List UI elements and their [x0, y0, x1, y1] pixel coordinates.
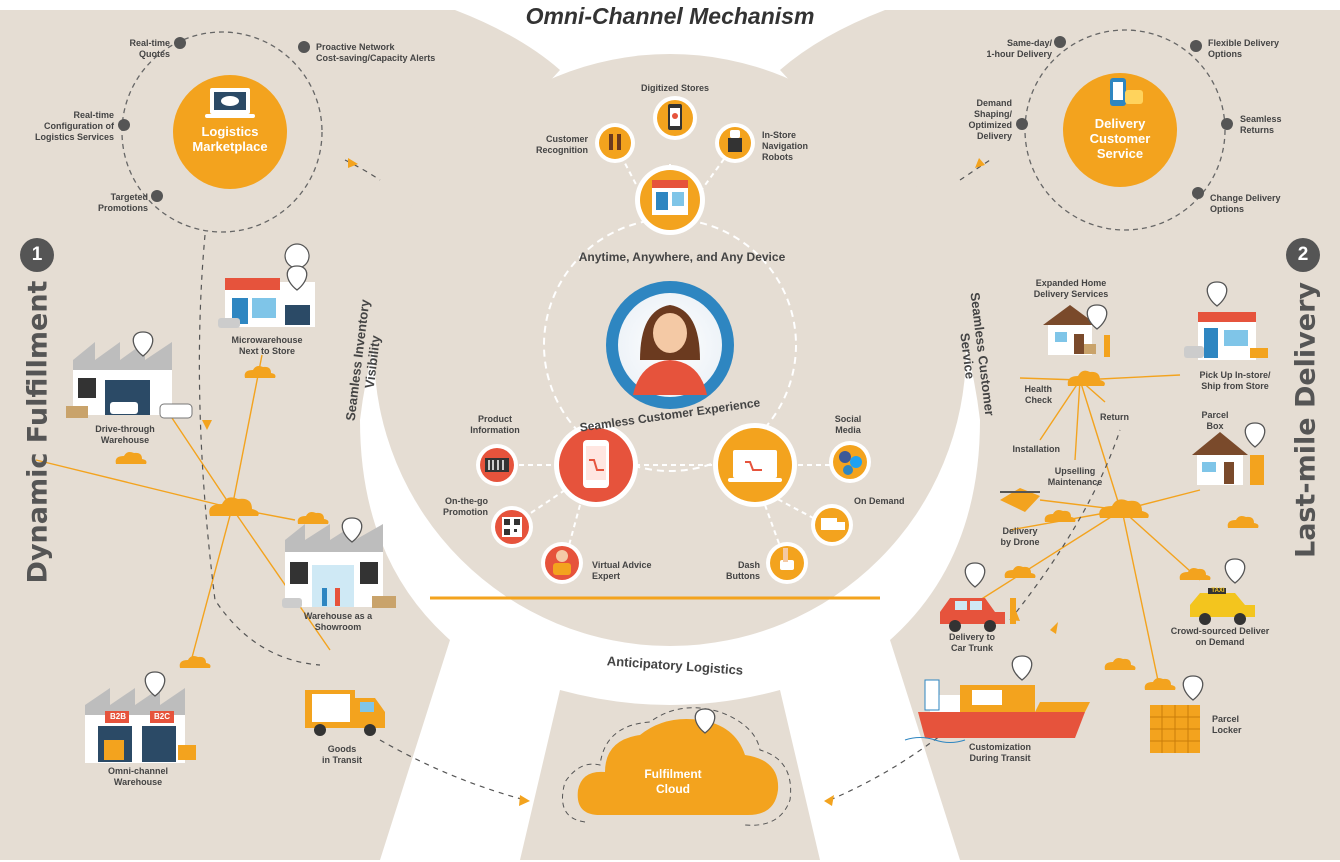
customization-transit-label: Customization During Transit: [969, 742, 1031, 763]
ship-illustration: [904, 679, 1090, 743]
dash-buttons-label: Dash Buttons: [726, 560, 760, 581]
on-demand-label: On Demand: [854, 496, 905, 506]
anytime-anywhere-text: Anytime, Anywhere, and Any Device: [578, 250, 786, 264]
last-mile-delivery-title: Last-mile Delivery: [1290, 281, 1322, 559]
section-number-2: 2: [1286, 238, 1320, 272]
omni-channel-warehouse-illustration: [85, 688, 196, 763]
hub-item-targeted-promotions: Targeted Promotions: [97, 192, 148, 213]
product-information-node[interactable]: [476, 444, 518, 486]
car-trunk-label: Delivery to Car Trunk: [948, 632, 996, 653]
customer-recognition-label: Customer Recognition: [536, 134, 588, 155]
pickup-store-illustration: [1184, 312, 1268, 360]
hub-item-same-day: Same-day/ 1-hour Delivery: [986, 38, 1052, 59]
on-demand-node[interactable]: [811, 504, 853, 546]
hub-item-real-time-quotes: Real-time Quotes: [129, 38, 170, 59]
crowd-sourced-label: Crowd-sourced Deliver on Demand: [1170, 626, 1270, 647]
virtual-advice-expert-node[interactable]: [541, 542, 583, 584]
drive-through-warehouse-illustration: [66, 342, 193, 419]
parcel-locker-label: Parcel Locker: [1212, 714, 1242, 735]
logistics-marketplace-label: Logistics Marketplace: [192, 124, 268, 154]
hub-item-configuration: Real-time Conﬁguration of Logistics Serv…: [34, 110, 114, 142]
on-the-go-promotion-label: On-the-go Promotion: [443, 496, 488, 517]
hub-item-demand-shaping: Demand Shaping/ Optimized Delivery: [968, 98, 1012, 141]
navigation-robot-node[interactable]: [715, 123, 755, 163]
return-label: Return: [1100, 412, 1129, 422]
logistics-marketplace-hub[interactable]: [173, 75, 287, 189]
on-the-go-promotion-node[interactable]: [491, 506, 533, 548]
pickup-in-store-label: Pick Up In-store/ Ship from Store: [1199, 370, 1271, 391]
warehouse-showroom-illustration: [282, 524, 396, 608]
delivery-customer-service-hub[interactable]: [1063, 73, 1177, 187]
parcel-box-label: Parcel Box: [1201, 410, 1229, 431]
navigation-robots-label: In-Store Navigation Robots: [762, 130, 809, 162]
small-clouds: [115, 366, 1259, 690]
location-pins: [132, 265, 1266, 734]
taxi-badge: TAXI: [1211, 588, 1225, 594]
goods-in-transit-label: Goods in Transit: [321, 744, 362, 765]
health-check-label: Health Check: [1024, 384, 1052, 405]
expanded-home-delivery-label: Expanded Home Delivery Services: [1033, 278, 1109, 299]
drive-through-label: Drive-through Warehouse: [95, 424, 155, 445]
social-media-label: Social Media: [834, 414, 862, 435]
hub-item-change-options: Change Delivery Options: [1210, 193, 1281, 214]
fulfilment-cloud-label: Fulfilment Cloud: [644, 767, 702, 796]
phone-hand-icon: [1110, 78, 1143, 106]
smartphone-cart-hub[interactable]: [554, 423, 638, 507]
customer-avatar: [606, 281, 734, 409]
digitized-stores-node[interactable]: [653, 96, 697, 140]
virtual-advice-label: Virtual Advice Expert: [592, 560, 652, 581]
parcel-box-illustration: [1192, 432, 1264, 485]
laptop-cloud-icon: [205, 88, 255, 118]
upselling-maintenance-label: Upselling Maintenance: [1047, 466, 1103, 487]
b2c-badge: B2C: [153, 712, 170, 721]
parcel-locker-illustration: [1150, 705, 1200, 753]
customer-recognition-node[interactable]: [595, 123, 635, 163]
goods-in-transit-truck: [305, 690, 385, 736]
showroom-label: Warehouse as a Showroom: [303, 611, 373, 632]
dynamic-fulfillment-title: Dynamic Fulfillment: [22, 280, 54, 584]
microwarehouse-illustration: [218, 278, 315, 328]
home-delivery-illustration: [1043, 305, 1110, 357]
hub-item-network-alerts: Proactive Network Cost-saving/Capacity A…: [316, 42, 436, 63]
drone-illustration: [1000, 488, 1040, 512]
storefront-hub[interactable]: [635, 165, 705, 235]
section-number-1: 1: [20, 238, 54, 272]
omni-channel-warehouse-label: Omni-channel Warehouse: [107, 766, 168, 787]
microwarehouse-label: Microwarehouse Next to Store: [231, 335, 303, 356]
car-trunk-illustration: [940, 598, 1016, 632]
b2b-badge: B2B: [109, 712, 126, 721]
delivery-customer-service-label: Delivery Customer Service: [1089, 116, 1151, 161]
laptop-cart-hub[interactable]: [713, 423, 797, 507]
drone-label: Delivery by Drone: [1000, 526, 1040, 547]
installation-label: Installation: [1012, 444, 1060, 454]
product-information-label: Product Information: [470, 414, 520, 435]
dash-buttons-node[interactable]: [766, 542, 808, 584]
hub-item-seamless-returns: Seamless Returns: [1240, 114, 1282, 135]
fulfilment-cloud[interactable]: [562, 707, 792, 826]
hub-item-flexible-options: Flexible Delivery Options: [1208, 38, 1280, 59]
digitized-stores-label: Digitized Stores: [640, 83, 709, 93]
social-media-node[interactable]: [829, 441, 871, 483]
taxi-illustration: [1190, 588, 1255, 625]
page-title: Omni-Channel Mechanism: [525, 3, 815, 29]
